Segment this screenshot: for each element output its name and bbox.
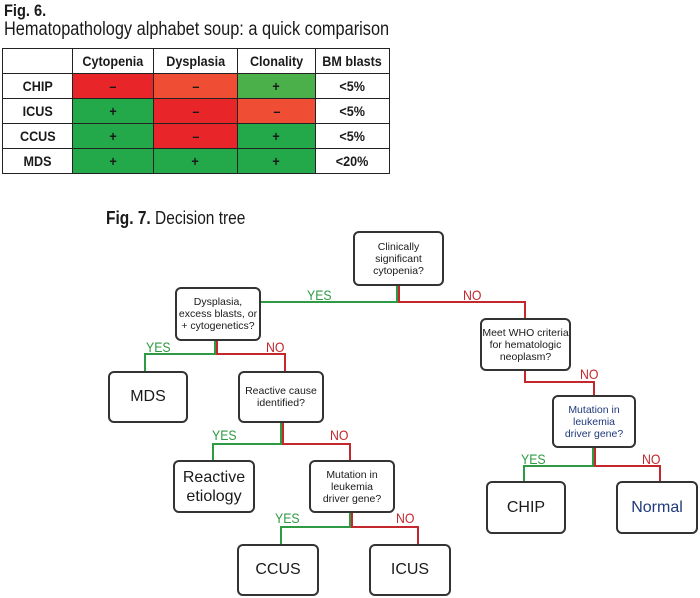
table-cell: + bbox=[72, 123, 154, 149]
table-cell: – bbox=[153, 123, 238, 149]
no-label-who: NO bbox=[580, 366, 599, 382]
node-mutation-left: Mutation in leukemia driver gene? bbox=[309, 460, 395, 513]
yes-label-dysplasia: YES bbox=[146, 339, 171, 355]
no-label-mutation-right: NO bbox=[642, 451, 661, 467]
no-label-root: NO bbox=[463, 287, 482, 303]
node-mutation-right: Mutation in leukemia driver gene? bbox=[552, 395, 636, 448]
comparison-table: Cytopenia Dysplasia Clonality BM blasts … bbox=[2, 48, 390, 174]
node-icus: ICUS bbox=[369, 544, 451, 596]
table-cell: – bbox=[153, 98, 238, 124]
yes-label-reactive: YES bbox=[212, 427, 237, 443]
node-dysplasia: Dysplasia, excess blasts, or + cytogenet… bbox=[175, 287, 261, 341]
node-who-criteria: Meet WHO criteria for hematologic neopla… bbox=[480, 318, 571, 371]
table-cell: + bbox=[72, 148, 154, 174]
table-cell: + bbox=[153, 148, 238, 174]
node-chip: CHIP bbox=[486, 481, 566, 534]
edge-yes-mutation-right bbox=[523, 447, 594, 482]
fig7-title-text: Decision tree bbox=[155, 208, 246, 228]
table-header-row: Cytopenia Dysplasia Clonality BM blasts bbox=[2, 48, 390, 74]
node-clinically-significant: Clinically significant cytopenia? bbox=[353, 231, 444, 286]
fig7-label: Fig. 7. bbox=[106, 208, 151, 228]
node-normal: Normal bbox=[616, 481, 698, 534]
column-header: Clonality bbox=[237, 48, 316, 74]
table-cell: – bbox=[153, 73, 238, 99]
table-cell: + bbox=[237, 148, 316, 174]
table-cell: <5% bbox=[315, 73, 390, 99]
fig6-label: Fig. 6. bbox=[4, 1, 47, 20]
table-cell: – bbox=[72, 73, 154, 99]
edge-no-reactive bbox=[282, 422, 351, 461]
fig7-title: Fig. 7. Decision tree bbox=[106, 208, 245, 229]
column-header: Dysplasia bbox=[153, 48, 238, 74]
edge-no-mutation-left bbox=[351, 512, 419, 545]
row-label: MDS bbox=[2, 148, 73, 174]
edge-yes-reactive bbox=[212, 422, 282, 461]
table-row: CHIP––+<5% bbox=[2, 73, 390, 99]
node-reactive-cause: Reactive cause identified? bbox=[238, 371, 324, 423]
edge-yes-mutation-left bbox=[280, 512, 351, 545]
node-ccus: CCUS bbox=[237, 544, 319, 596]
edge-no-root bbox=[398, 285, 526, 319]
table-row: CCUS+–+<5% bbox=[2, 123, 390, 149]
edge-no-mutation-right bbox=[594, 447, 661, 482]
edge-yes-dysplasia bbox=[144, 340, 216, 372]
edge-no-dysplasia bbox=[216, 340, 286, 372]
no-label-reactive: NO bbox=[330, 427, 349, 443]
edge-who-down bbox=[524, 370, 595, 396]
yes-label-mutation-right: YES bbox=[521, 451, 546, 467]
yes-label-mutation-left: YES bbox=[275, 510, 300, 526]
table-cell: <5% bbox=[315, 98, 390, 124]
table-cell: <5% bbox=[315, 123, 390, 149]
no-label-mutation-left: NO bbox=[396, 510, 415, 526]
column-header: Cytopenia bbox=[72, 48, 154, 74]
yes-label-root: YES bbox=[307, 287, 332, 303]
node-reactive-etiology: Reactive etiology bbox=[173, 460, 255, 513]
fig6-caption: Hematopathology alphabet soup: a quick c… bbox=[4, 19, 390, 40]
table-cell: + bbox=[72, 98, 154, 124]
table-row: MDS+++<20% bbox=[2, 148, 390, 174]
table-cell: <20% bbox=[315, 148, 390, 174]
table-cell: + bbox=[237, 73, 316, 99]
no-label-dysplasia: NO bbox=[266, 339, 285, 355]
node-mds: MDS bbox=[108, 371, 188, 423]
